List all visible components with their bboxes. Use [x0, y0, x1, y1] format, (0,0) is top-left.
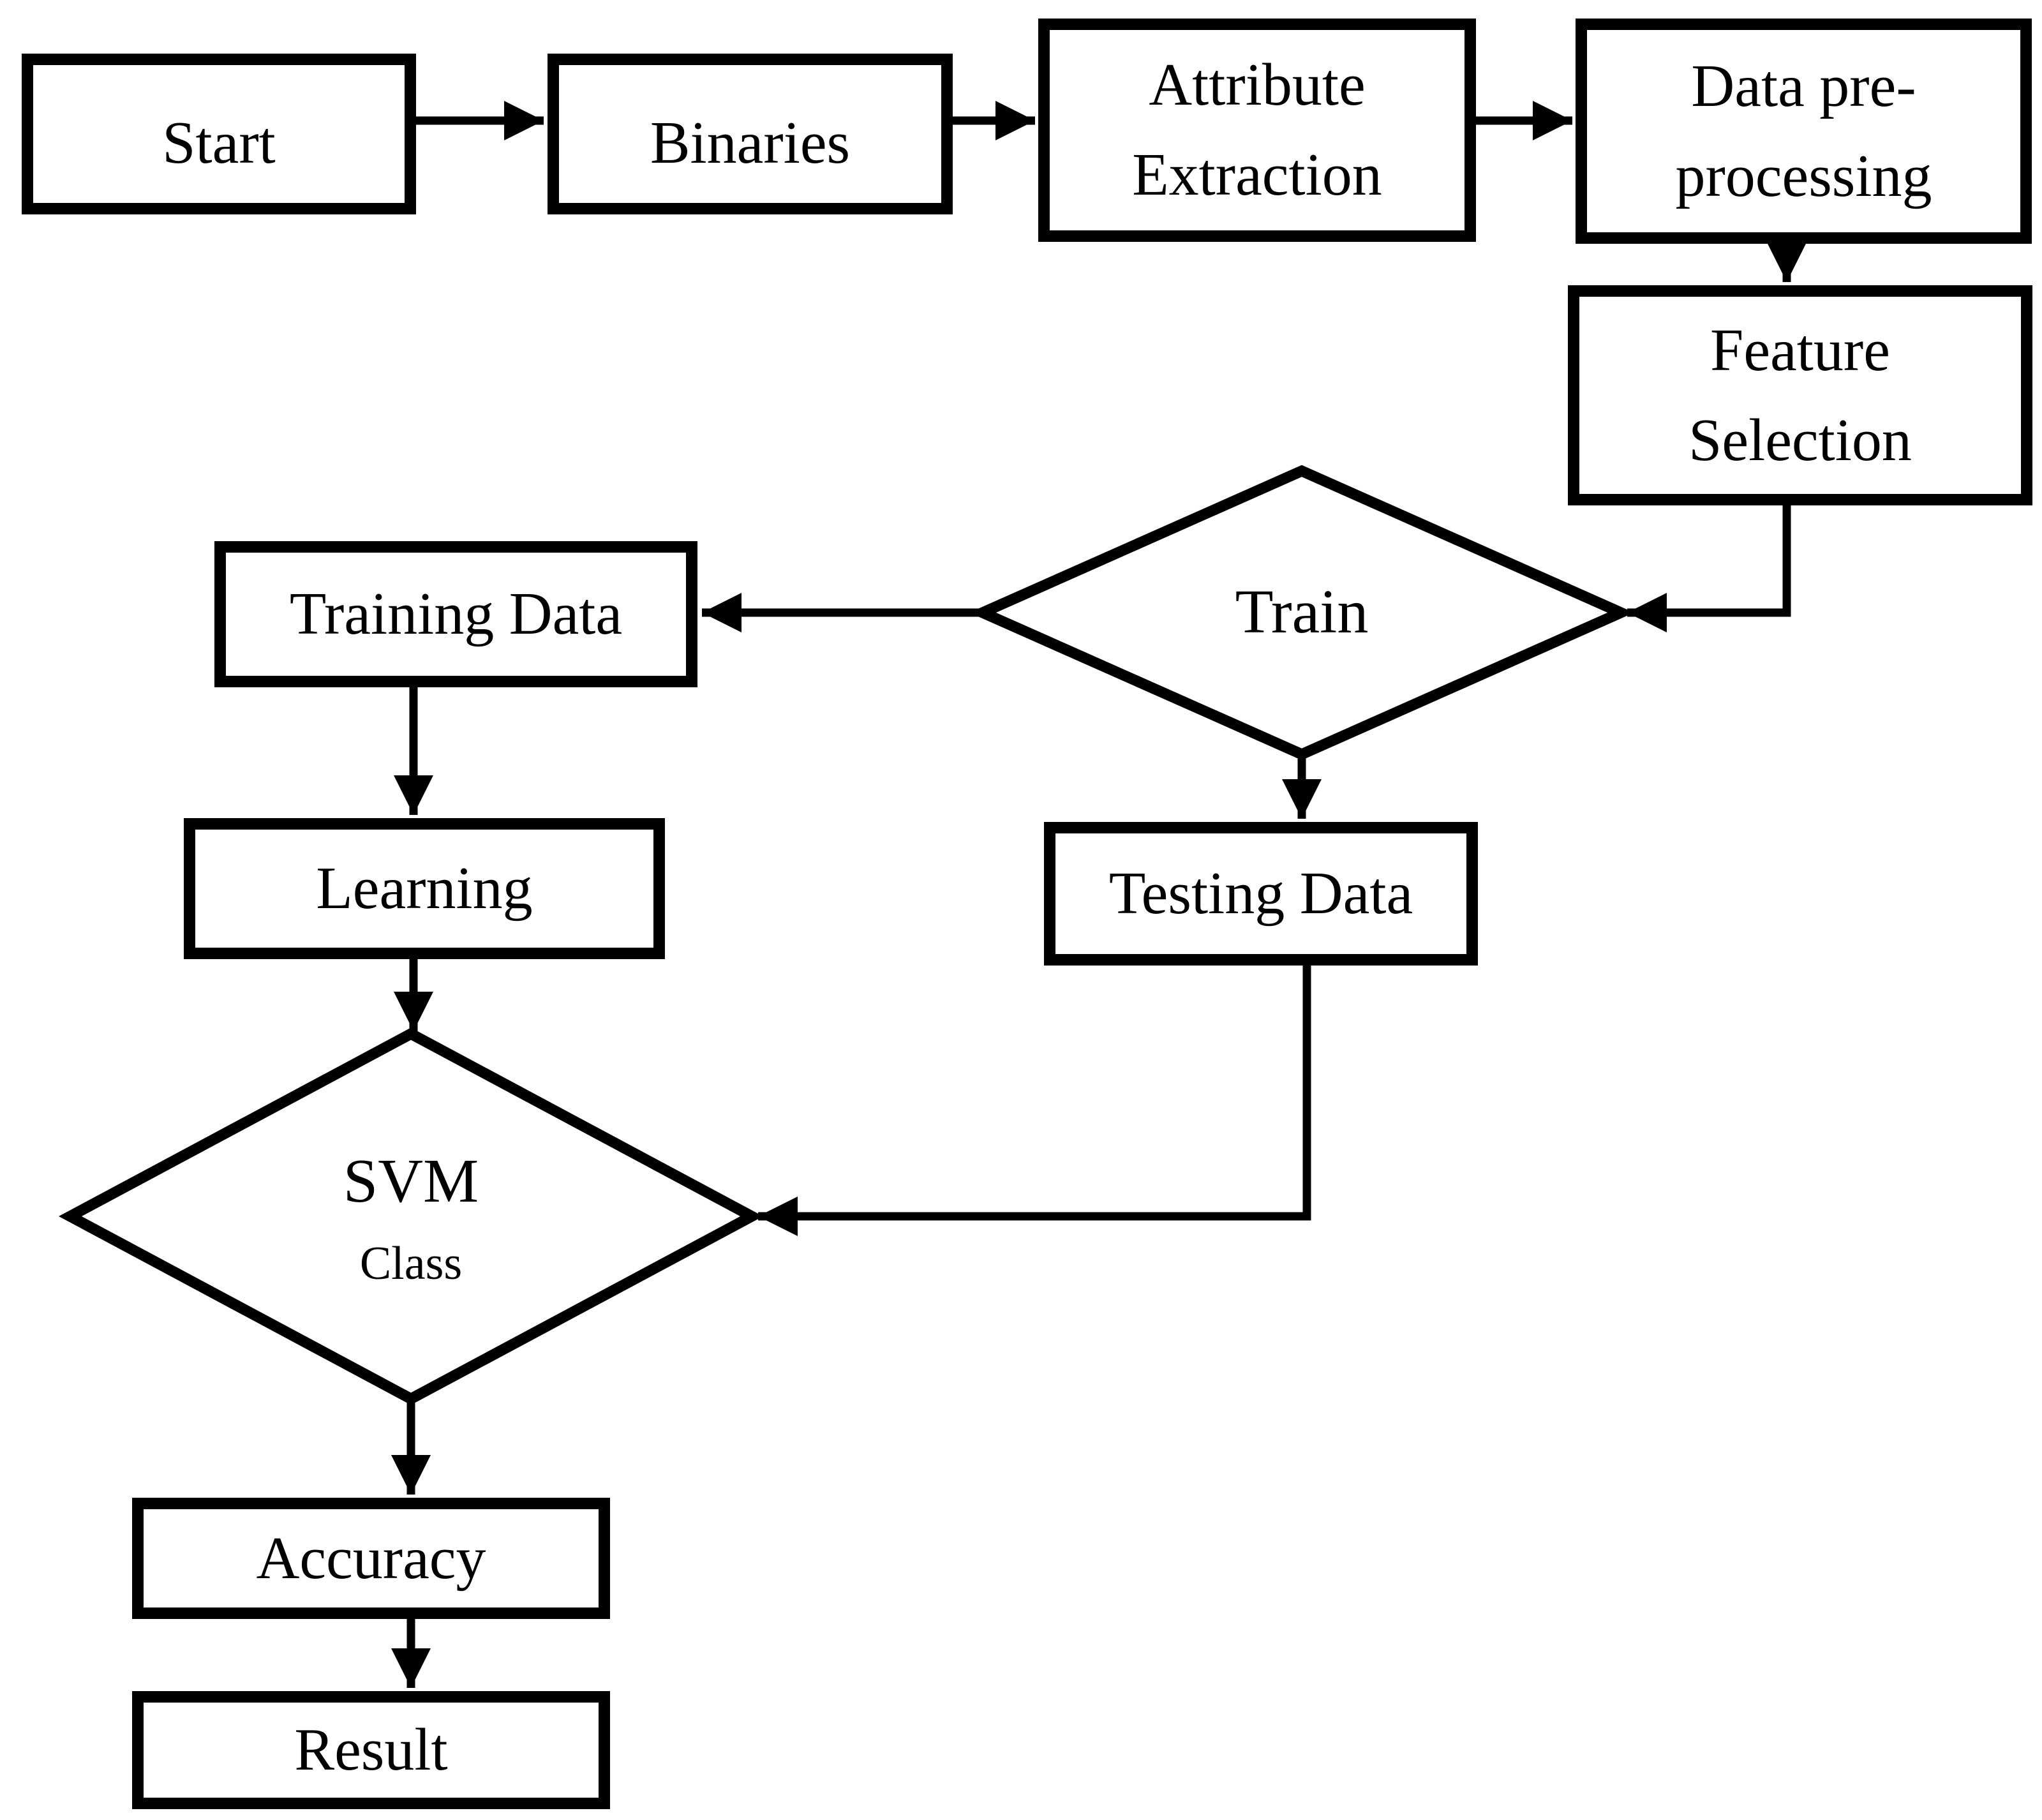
- node-result: Result: [132, 1691, 610, 1809]
- node-attribute-extraction: Attribute Extraction: [1038, 19, 1476, 242]
- svm-class-diamond: [58, 1027, 764, 1405]
- node-accuracy: Accuracy: [132, 1498, 610, 1619]
- node-feature-selection-label: Feature Selection: [1688, 317, 1912, 474]
- node-start-label: Start: [162, 110, 276, 176]
- edge-testing-data-to-svm-class-arrow: [758, 966, 1311, 1236]
- node-training-data-label: Training Data: [289, 581, 623, 647]
- node-data-preprocessing-label: Data pre- processing: [1675, 52, 1932, 209]
- node-binaries-label: Binaries: [650, 110, 851, 176]
- train-diamond: [969, 465, 1634, 761]
- node-testing-data: Testing Data: [1044, 822, 1478, 966]
- node-data-preprocessing: Data pre- processing: [1576, 19, 2032, 244]
- node-learning: Learning: [184, 818, 665, 959]
- node-feature-selection: Feature Selection: [1568, 285, 2032, 505]
- node-start: Start: [22, 54, 416, 214]
- node-training-data: Training Data: [214, 541, 697, 687]
- node-accuracy-label: Accuracy: [256, 1525, 486, 1592]
- node-attribute-extraction-label: Attribute Extraction: [1132, 52, 1382, 208]
- node-binaries: Binaries: [548, 54, 953, 214]
- edge-feature-selection-to-train-arrow: [1627, 505, 1791, 632]
- node-result-label: Result: [294, 1717, 448, 1783]
- node-learning-label: Learning: [316, 855, 533, 921]
- node-testing-data-label: Testing Data: [1108, 860, 1413, 927]
